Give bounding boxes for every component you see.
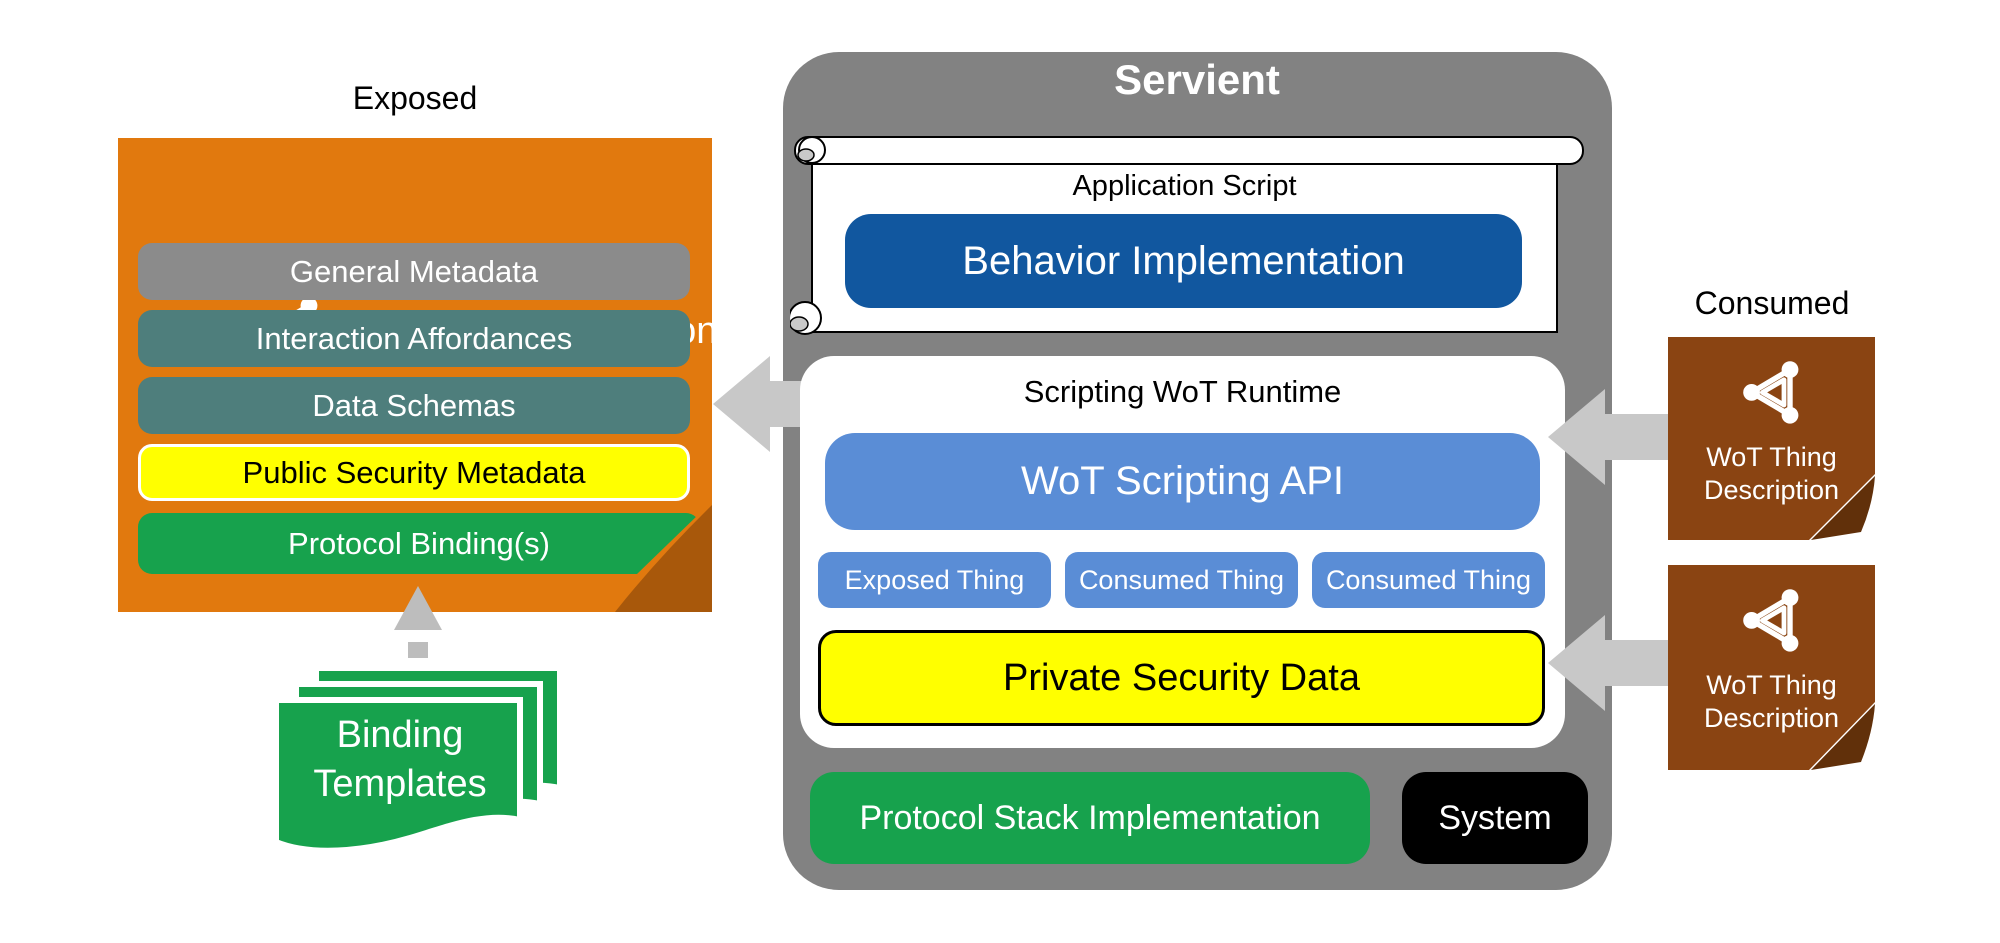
- document-stack-icon: [273, 665, 563, 854]
- consumed-td-box: WoT Thing Description: [1668, 337, 1875, 540]
- folded-corner-icon: [615, 505, 712, 612]
- arrow-left-from-consumed-td-icon: [1548, 615, 1700, 711]
- folded-corner-icon: [1811, 476, 1875, 540]
- protocol-stack-implementation-box: Protocol Stack Implementation: [810, 772, 1370, 864]
- consumed-td-label: WoT Thing Description: [1703, 442, 1840, 505]
- wot-logo-icon: [1742, 587, 1802, 655]
- exposed-thing-description-box: WoT Thing Description General Metadata I…: [118, 138, 717, 612]
- runtime-title: Scripting WoT Runtime: [1023, 374, 1342, 409]
- arrow-left-from-consumed-td-icon: [1548, 389, 1700, 485]
- consumed-td-label: WoT Thing Description: [1703, 670, 1840, 733]
- binding-templates-stack: [273, 586, 563, 854]
- section-public-security-metadata: Public Security Metadata: [138, 444, 690, 501]
- section-interaction-affordances: Interaction Affordances: [138, 310, 690, 367]
- section-data-schemas: Data Schemas: [138, 377, 690, 434]
- exposed-heading: Exposed: [352, 79, 478, 116]
- application-script-label: Application Script: [1072, 169, 1297, 202]
- folded-corner-icon: [1811, 704, 1875, 770]
- binding-templates-label: Binding Templates: [313, 714, 487, 805]
- servient-title: Servient: [1114, 56, 1280, 103]
- consumed-thing-box: Consumed Thing: [1065, 552, 1298, 608]
- dashed-up-arrow-icon: [394, 586, 442, 672]
- section-general-metadata: General Metadata: [138, 243, 690, 300]
- behavior-implementation-box: Behavior Implementation: [845, 214, 1522, 308]
- private-security-data-box: Private Security Data: [818, 630, 1545, 726]
- section-protocol-bindings: Protocol Binding(s): [138, 513, 700, 574]
- arrow-left-to-exposed-icon: [713, 356, 830, 452]
- scripting-wot-runtime-box: Scripting WoT Runtime WoT Scripting API …: [800, 356, 1565, 748]
- consumed-thing-box: Consumed Thing: [1312, 552, 1545, 608]
- wot-scripting-api-box: WoT Scripting API: [825, 433, 1540, 530]
- exposed-thing-box: Exposed Thing: [818, 552, 1051, 608]
- wot-logo-icon: [1742, 359, 1802, 427]
- system-box: System: [1402, 772, 1588, 864]
- consumed-td-box: WoT Thing Description: [1668, 565, 1875, 770]
- consumed-heading: Consumed: [1694, 284, 1850, 321]
